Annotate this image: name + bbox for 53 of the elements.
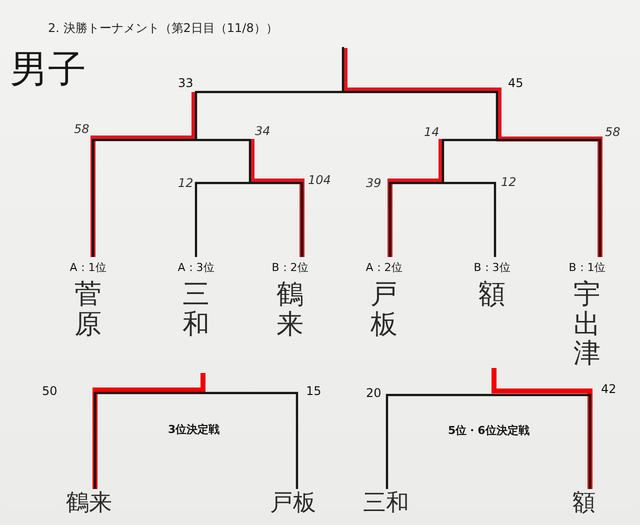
score: 42: [601, 382, 616, 396]
match-title: 3位決定戦: [168, 423, 220, 436]
score: 20: [366, 386, 382, 400]
score: 104: [308, 173, 331, 187]
score: 39: [366, 176, 382, 190]
team-name: 戸板: [370, 280, 398, 340]
team-name: 額: [478, 280, 506, 310]
score: 58: [605, 125, 620, 139]
seed-label: B：3位: [474, 261, 510, 274]
bracket-line: [497, 138, 602, 257]
bracket-line: [386, 394, 592, 489]
bracket-line: [94, 392, 298, 489]
team-name: 宇出津: [574, 280, 600, 370]
team-name: 三和: [182, 280, 210, 340]
bracket-line: [342, 47, 344, 92]
seed-label: B：1位: [568, 261, 606, 274]
marker-highlight-line: [92, 373, 206, 489]
seed-label: A：3位: [178, 261, 214, 274]
score: 12: [501, 175, 516, 189]
score: 14: [424, 125, 440, 139]
team-name: 戸板: [270, 491, 316, 516]
team-name: 三和: [363, 491, 409, 516]
bracket-line: [343, 90, 498, 140]
bracket-line: [196, 138, 252, 183]
bracket-line: [194, 182, 250, 257]
handwritten-heading: 男子: [10, 50, 86, 88]
score: 58: [74, 122, 90, 136]
bracket-line: [194, 90, 343, 140]
score: 15: [306, 384, 322, 398]
bracket-line: [250, 182, 304, 257]
seed-label: B：2位: [272, 261, 308, 274]
marker-highlight-line: [342, 48, 602, 257]
score: 50: [42, 384, 58, 398]
marker-highlight-line: [90, 92, 196, 257]
team-name: 額: [572, 491, 596, 516]
seed-label: A：2位: [366, 261, 402, 274]
score: 45: [508, 76, 524, 90]
marker-highlight-line: [250, 139, 304, 257]
bracket-line: [442, 138, 497, 183]
bracket-line: [92, 138, 196, 257]
team-name: 菅原: [74, 280, 102, 340]
page-title: 2. 決勝トーナメント（第2日目（11/8））: [48, 21, 278, 35]
score: 12: [178, 176, 194, 190]
score: 34: [255, 124, 270, 138]
marker-highlight-line: [388, 139, 444, 257]
seed-label: A：1位: [70, 261, 106, 274]
bracket-line: [443, 182, 496, 257]
marker-highlight-line: [492, 368, 592, 489]
match-title: 5位・6位決定戦: [448, 424, 530, 437]
team-name: 鶴来: [276, 280, 304, 340]
bracket-line: [388, 182, 443, 257]
score: 33: [178, 76, 194, 90]
team-name: 鶴来: [66, 491, 112, 516]
